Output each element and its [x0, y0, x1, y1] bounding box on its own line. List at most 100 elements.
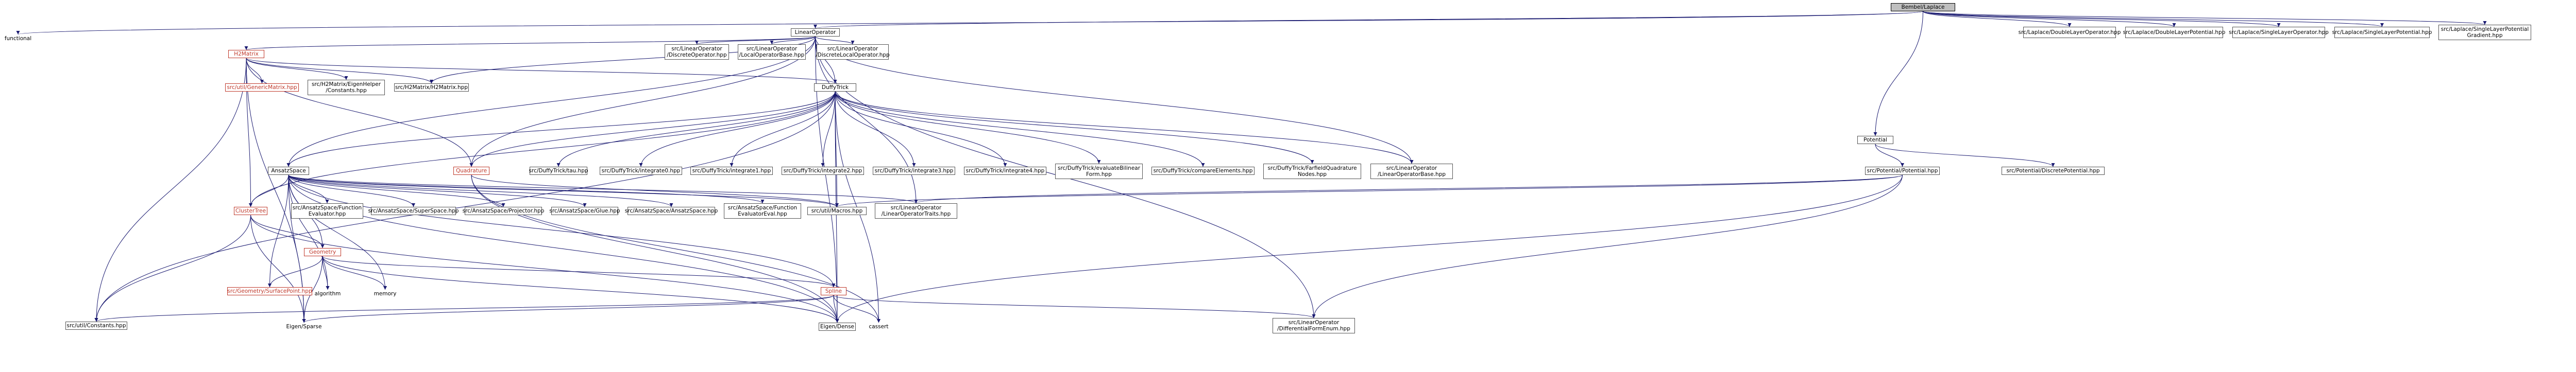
edge-ansatz-to-projector: [288, 174, 505, 207]
edge-h2matrix-to-eigensparse: [246, 58, 306, 323]
edge-spline-to-utilconst: [94, 295, 834, 322]
node-clustertree[interactable]: ClusterTree: [234, 207, 267, 215]
node-slpotgrad[interactable]: src/Laplace/SingleLayerPotential Gradien…: [2438, 25, 2531, 40]
node-dlop[interactable]: src/Laplace/DoubleLayerOperator.hpp: [2019, 27, 2121, 38]
edge-duffytrick-to-integrate2: [821, 91, 836, 167]
node-algorithm[interactable]: algorithm: [314, 291, 341, 297]
edge-quadrature-to-eigendense: [471, 174, 839, 323]
edge-root-to-dlpot: [1923, 11, 2176, 27]
node-surfacepoint[interactable]: src/Geometry/SurfacePoint.hpp: [227, 287, 312, 295]
node-cassert[interactable]: cassert: [869, 324, 889, 330]
node-integrate4[interactable]: src/DuffyTrick/integrate4.hpp: [964, 167, 1046, 175]
node-linoptraits[interactable]: src/LinearOperator /LinearOperatorTraits…: [875, 203, 957, 219]
edge-geometry-to-surfacepoint: [268, 256, 323, 288]
node-genmat[interactable]: src/util/GenericMatrix.hpp: [225, 83, 299, 92]
node-tau[interactable]: src/DuffyTrick/tau.hpp: [529, 167, 588, 175]
edge-linop-to-ansatz: [286, 36, 816, 167]
node-funcevaleval[interactable]: src/AnsatzSpace/Function EvaluatorEval.h…: [724, 203, 801, 219]
edge-quadrature-to-cassert: [471, 174, 880, 323]
edge-potential-to-potentialhpp: [1875, 144, 1904, 167]
edge-duffytrick-to-quadrature: [469, 91, 836, 167]
node-ansatzhpp[interactable]: src/AnsatzSpace/AnsatzSpace.hpp: [624, 207, 718, 215]
edge-clustertree-to-eigendense: [250, 215, 839, 323]
node-eigensparse[interactable]: Eigen/Sparse: [286, 324, 322, 330]
edge-h2matrix-to-genmat: [246, 58, 264, 84]
node-ansatz[interactable]: AnsatzSpace: [268, 167, 309, 175]
edge-root-to-linop: [814, 11, 1923, 29]
node-farfieldquad[interactable]: src/DuffyTrick/FarfieldQuadrature Nodes.…: [1263, 164, 1361, 179]
node-potentialhpp[interactable]: src/Potential/Potential.hpp: [1865, 167, 1940, 175]
node-integrate2[interactable]: src/DuffyTrick/integrate2.hpp: [782, 167, 864, 175]
node-spline[interactable]: Spline: [821, 287, 846, 295]
node-h2mathpp[interactable]: src/H2Matrix/H2Matrix.hpp: [394, 83, 469, 92]
node-memory[interactable]: memory: [374, 291, 397, 297]
node-integrate3[interactable]: src/DuffyTrick/integrate3.hpp: [873, 167, 955, 175]
edge-ansatz-to-eigensparse: [288, 174, 306, 323]
edge-spline-to-cassert: [833, 295, 880, 323]
edge-linop-to-linopbase: [815, 36, 1414, 164]
edge-duffytrick-to-integrate4: [835, 91, 1007, 167]
edge-root-to-slop: [1923, 11, 2281, 27]
node-duffytrick[interactable]: DuffyTrick: [814, 83, 856, 92]
edge-duffytrick-to-integrate1: [730, 91, 836, 167]
edge-ansatz-to-spline: [288, 174, 836, 288]
edge-ansatz-to-eigendense: [288, 174, 839, 323]
node-linopbase[interactable]: src/LinearOperator /LinearOperatorBase.h…: [1370, 164, 1453, 179]
edge-geometry-to-eigensparse: [302, 256, 323, 323]
node-evalbilinear[interactable]: src/DuffyTrick/evaluateBilinear Form.hpp: [1055, 164, 1143, 179]
node-discpot[interactable]: src/Potential/DiscretePotential.hpp: [2002, 167, 2105, 175]
node-quadrature[interactable]: Quadrature: [453, 167, 489, 175]
edge-potentialhpp-to-linoptraits: [914, 174, 1903, 204]
node-localopbase[interactable]: src/LinearOperator /LocalOperatorBase.hp…: [738, 44, 806, 60]
node-integrate0[interactable]: src/DuffyTrick/integrate0.hpp: [600, 167, 682, 175]
node-slop[interactable]: src/Laplace/SingleLayerOperator.hpp: [2229, 27, 2329, 38]
node-geometry[interactable]: Geometry: [304, 248, 341, 256]
edge-potentialhpp-to-diffform: [1312, 174, 1903, 318]
edge-linop-to-discop: [695, 36, 816, 45]
edge-h2matrix-to-quadrature: [246, 58, 473, 167]
edge-root-to-dlop: [1923, 11, 2072, 27]
node-funceval[interactable]: src/AnsatzSpace/Function Evaluator.hpp: [291, 203, 363, 219]
edge-root-to-potential: [1873, 11, 1923, 136]
edge-clustertree-to-eigensparse: [250, 215, 306, 323]
node-functional[interactable]: functional: [4, 36, 32, 42]
edge-spline-to-eigensparse: [302, 295, 834, 323]
node-disclocalop[interactable]: src/LinearOperator /DiscreteLocalOperato…: [816, 44, 890, 60]
node-h2matrix[interactable]: H2Matrix: [228, 50, 264, 58]
edge-root-to-slpot: [1923, 11, 2384, 27]
edge-linop-to-duffytrick: [815, 36, 837, 84]
edge-geometry-to-eigendense: [322, 256, 839, 323]
edge-duffytrick-to-integrate0: [639, 91, 836, 167]
node-compareelem[interactable]: src/DuffyTrick/compareElements.hpp: [1151, 167, 1255, 175]
node-projector[interactable]: src/AnsatzSpace/Projector.hpp: [462, 207, 545, 215]
edge-root-to-slpotgrad: [1923, 11, 2486, 25]
node-potential[interactable]: Potential: [1857, 136, 1893, 144]
edge-duffytrick-to-evalbilinear: [835, 91, 1101, 164]
node-root[interactable]: Bembel/Laplace: [1891, 3, 1955, 11]
edge-ansatz-to-utilmacros: [288, 174, 839, 207]
node-eigenhelper[interactable]: src/H2Matrix/EigenHelper /Constants.hpp: [308, 80, 385, 95]
node-integrate1[interactable]: src/DuffyTrick/integrate1.hpp: [690, 167, 773, 175]
edge-linop-to-disclocalop: [815, 36, 855, 45]
edge-quadrature-to-utilmacros: [471, 174, 839, 207]
edge-h2matrix-to-h2mathpp: [246, 58, 433, 84]
node-eigendense[interactable]: Eigen/Dense: [819, 323, 856, 331]
edge-duffytrick-to-clustertree: [249, 91, 836, 207]
node-discop[interactable]: src/LinearOperator /DiscreteOperator.hpp: [665, 44, 729, 60]
node-slpot[interactable]: src/Laplace/SingleLayerPotential.hpp: [2332, 27, 2432, 38]
node-glue[interactable]: src/AnsatzSpace/Glue.hpp: [549, 207, 620, 215]
node-linop[interactable]: LinearOperator: [791, 28, 840, 37]
node-dlpot[interactable]: src/Laplace/DoubleLayerPotential.hpp: [2123, 27, 2225, 38]
edge-spline-to-eigendense: [833, 295, 839, 323]
edge-h2matrix-to-utilconst: [94, 58, 247, 322]
edge-potentialhpp-to-utilmacros: [835, 174, 1903, 207]
edge-ansatz-to-memory: [288, 174, 387, 290]
node-superspace[interactable]: src/AnsatzSpace/SuperSpace.hpp: [368, 207, 459, 215]
node-diffform[interactable]: src/LinearOperator /DifferentialFormEnum…: [1273, 318, 1355, 333]
edge-duffytrick-to-integrate3: [835, 91, 916, 167]
node-utilconst[interactable]: src/util/Constants.hpp: [65, 322, 127, 330]
node-utilmacros[interactable]: src/util/Macros.hpp: [807, 207, 867, 215]
edge-h2matrix-to-eigenhelper: [246, 58, 348, 80]
